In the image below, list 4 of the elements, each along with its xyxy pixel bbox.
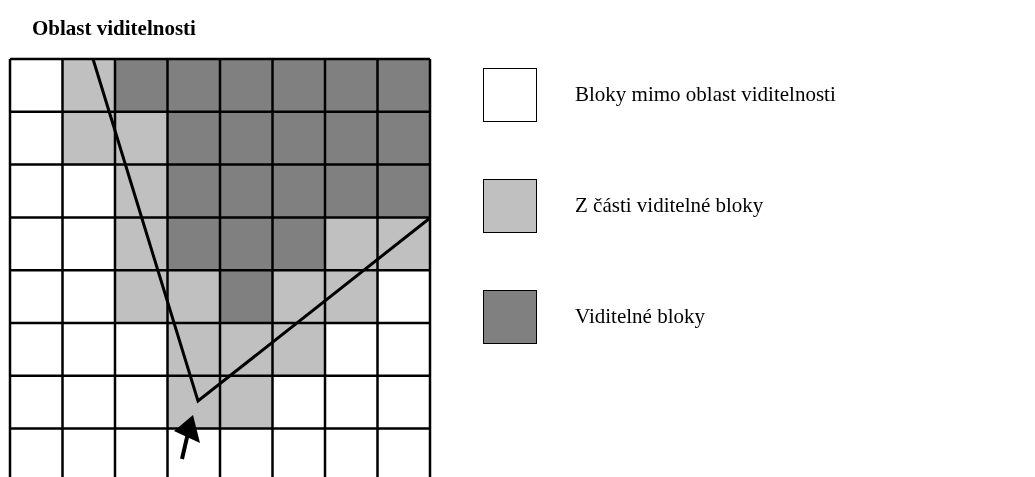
legend-label: Bloky mimo oblast viditelnosti (575, 82, 836, 107)
diagram-title: Oblast viditelnosti (32, 16, 196, 41)
legend-label: Viditelné bloky (575, 304, 705, 329)
legend-label: Z části viditelné bloky (575, 193, 764, 218)
